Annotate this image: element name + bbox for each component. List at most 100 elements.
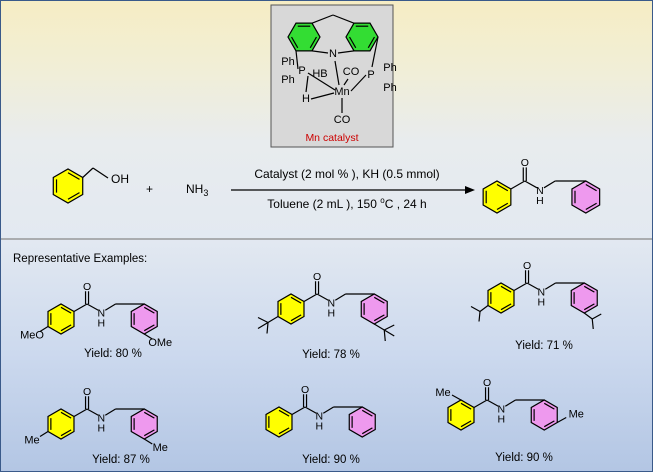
- aryl-ring-right: [130, 303, 158, 335]
- conditions-bottom: Toluene (2 mL ), 150 oC , 24 h: [267, 196, 426, 211]
- substituent-left: Me: [435, 387, 450, 399]
- bond: [267, 315, 279, 324]
- bond: [373, 323, 385, 331]
- amide-n-label: N: [497, 403, 505, 415]
- aryl-ring-right: [530, 399, 558, 431]
- cn-bond: [486, 399, 499, 407]
- aryl-ring-right: [130, 408, 158, 440]
- bond: [332, 14, 355, 24]
- cn-bond: [316, 293, 329, 301]
- aryl-ring-left: [265, 406, 293, 438]
- amide-n-label: N: [537, 286, 545, 298]
- amide-h-label: H: [327, 307, 335, 319]
- cn-bond: [524, 180, 538, 189]
- ring-double-bond: [349, 36, 357, 49]
- bond: [82, 167, 94, 178]
- aryl-ring-left: [47, 408, 75, 440]
- catalyst-co-bottom: CO: [334, 114, 351, 126]
- ring-double-bond: [60, 324, 72, 332]
- n-ch2-bond: [543, 180, 556, 189]
- amide-h-label: H: [97, 317, 105, 329]
- product-benzamide: ONH: [482, 157, 601, 214]
- amide-o-label: O: [523, 260, 531, 272]
- ring-double-bond: [278, 409, 290, 417]
- bond: [383, 329, 395, 337]
- carbonyl-bond: [73, 303, 88, 313]
- carbonyl-bond: [473, 399, 488, 409]
- ring-double-bond: [585, 184, 597, 192]
- amide-h-label: H: [315, 420, 323, 432]
- bond: [92, 167, 109, 179]
- substituent-left: Me: [24, 435, 39, 447]
- cn-bond: [86, 408, 99, 416]
- bond: [591, 318, 594, 330]
- catalyst-ph-2: Ph: [281, 74, 294, 86]
- amide-h-label: H: [97, 422, 105, 434]
- reaction-arrow-head: [465, 186, 475, 194]
- yield-label: Yield: 90 %: [495, 452, 553, 464]
- substituent-right: Me: [153, 442, 168, 454]
- amide-n-label: N: [315, 410, 323, 422]
- aryl-ring-left: [447, 399, 475, 431]
- bond: [39, 430, 49, 438]
- n-ch2-bond: [544, 282, 556, 290]
- bond: [383, 324, 395, 331]
- aryl-ring-left: [487, 282, 515, 314]
- bond: [337, 50, 355, 54]
- ring-double-bond: [278, 427, 290, 435]
- amide-n-label: N: [97, 307, 105, 319]
- ring-double-bond: [60, 411, 72, 419]
- carbonyl-bond: [73, 408, 88, 418]
- bond: [479, 305, 489, 312]
- ring-double-bond: [367, 36, 375, 49]
- aryl-ring-right: [570, 282, 598, 314]
- reactant-oh-label: OH: [111, 172, 129, 186]
- ring-double-bond: [460, 420, 472, 428]
- bond: [310, 92, 335, 100]
- carbonyl-bond: [513, 282, 528, 292]
- ring-double-bond: [460, 402, 472, 410]
- bond: [470, 305, 481, 313]
- aryl-ring-right: [571, 180, 601, 214]
- amide-o-label: O: [301, 384, 309, 396]
- ring-double-bond: [290, 314, 302, 322]
- catalyst-p-left: P: [298, 65, 305, 77]
- ring-double-bond: [60, 306, 72, 314]
- carbonyl-bond: [291, 406, 306, 416]
- amide-o-label: O: [83, 386, 91, 398]
- catalyst-n-atom: N: [329, 48, 337, 60]
- ring-double-bond: [500, 303, 512, 311]
- aryl-ring-left: [482, 180, 512, 214]
- amide-n-label: N: [536, 185, 544, 197]
- aryl-ring-right: [348, 406, 376, 438]
- yield-label: Yield: 71 %: [515, 340, 573, 352]
- substituent-right: Me: [569, 409, 584, 421]
- bond: [295, 50, 299, 70]
- catalyst-ph-1: Ph: [281, 56, 294, 68]
- bond: [257, 321, 269, 330]
- bond: [143, 438, 153, 445]
- ring-double-bond: [583, 303, 595, 311]
- amide-o-label: O: [313, 271, 321, 283]
- bond: [311, 50, 329, 54]
- catalyst-h: H: [302, 93, 310, 105]
- amide-h-label: H: [537, 296, 545, 308]
- bond: [143, 333, 153, 340]
- ring-double-bond: [67, 192, 80, 200]
- yield-label: Yield: 87 %: [92, 454, 150, 466]
- yield-label: Yield: 80 %: [84, 348, 142, 360]
- ring-double-bond: [143, 411, 155, 419]
- bond: [39, 325, 49, 333]
- ring-double-bond: [496, 184, 509, 192]
- bond: [478, 311, 481, 322]
- catalyst-p-right: P: [367, 69, 374, 81]
- n-ch2-bond: [104, 303, 116, 311]
